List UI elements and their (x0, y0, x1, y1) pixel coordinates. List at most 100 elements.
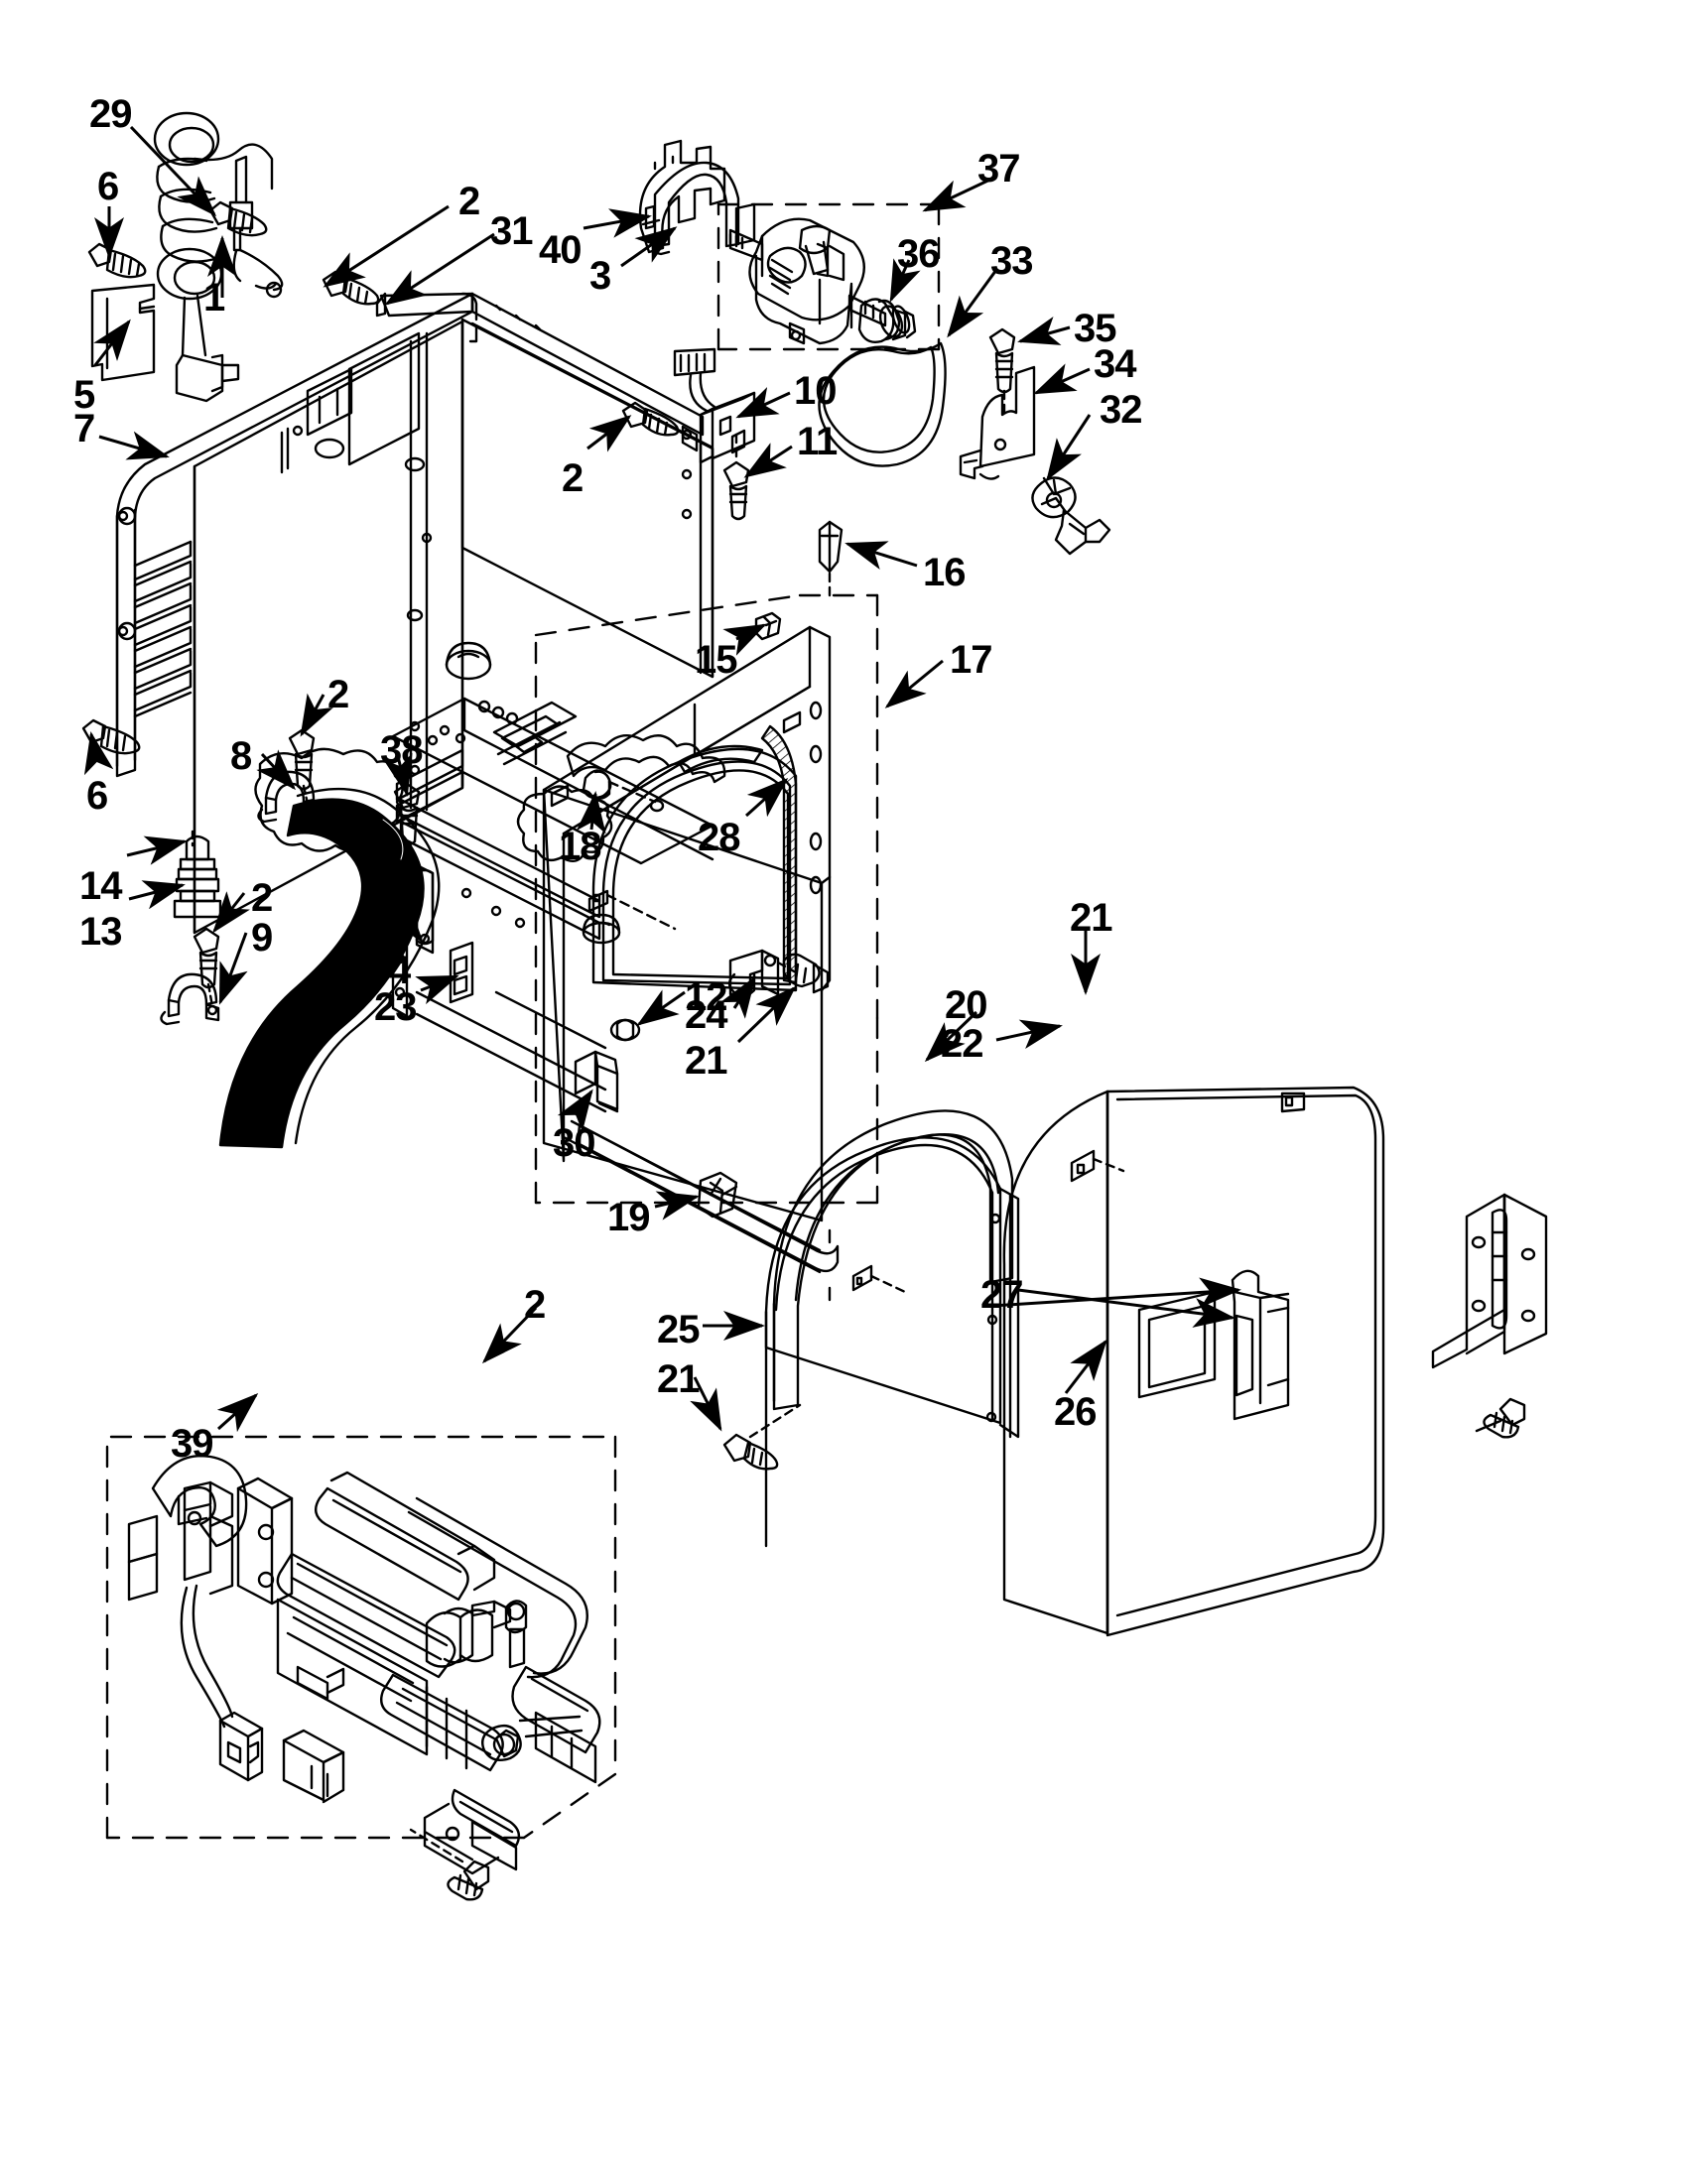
motor-clamp-part (651, 161, 756, 256)
leader-18 (576, 791, 606, 835)
leader-30 (557, 1089, 593, 1132)
callout-30: 30 (553, 1121, 595, 1165)
push-pin-clip-part (818, 520, 844, 599)
callout-15: 15 (695, 638, 737, 682)
screw-2e (409, 1828, 490, 1901)
leader-7 (98, 431, 170, 460)
callout-10: 10 (794, 369, 837, 413)
wire-clamp-9 (160, 972, 220, 1026)
callout-37: 37 (977, 147, 1020, 191)
callout-6a: 6 (97, 165, 119, 208)
leader-37 (922, 175, 997, 212)
leader-32 (1046, 414, 1092, 481)
leader-28 (744, 777, 789, 818)
callout-23: 23 (374, 985, 417, 1029)
callout-4: 4 (389, 949, 411, 992)
leader-40 (583, 208, 652, 238)
callout-2d: 2 (251, 876, 273, 920)
leader-33 (947, 269, 998, 338)
callout-24: 24 (685, 993, 727, 1037)
callout-40: 40 (539, 228, 582, 272)
bracket-plate-part (90, 283, 156, 382)
callout-21a: 21 (685, 1039, 727, 1083)
leader-5 (93, 319, 131, 366)
callout-2e: 2 (524, 1283, 546, 1327)
leader-27 (991, 1277, 1241, 1308)
screw-21c (722, 1403, 802, 1471)
callout-27: 27 (980, 1273, 1023, 1317)
screw-35 (988, 327, 1016, 419)
callout-38: 38 (380, 728, 423, 772)
idler-pulley-part (1031, 476, 1111, 556)
callout-2c: 2 (327, 673, 349, 716)
leader-2e (481, 1306, 538, 1364)
leader-8 (256, 749, 297, 791)
leader-2d (212, 891, 250, 934)
callout-36: 36 (897, 232, 940, 276)
leader-19 (654, 1191, 700, 1220)
callout-11: 11 (797, 420, 838, 463)
callout-34: 34 (1094, 342, 1136, 386)
callout-5: 5 (73, 373, 95, 417)
leader-10 (735, 387, 791, 419)
callout-31: 31 (490, 209, 533, 253)
callout-32: 32 (1100, 388, 1142, 432)
leader-22 (995, 1019, 1063, 1049)
callout-13: 13 (79, 910, 122, 954)
leader-2b (586, 415, 632, 452)
leader-9 (218, 932, 248, 1005)
door-hinge-part (1431, 1193, 1548, 1369)
front-panel-part (516, 625, 840, 1274)
leader-36 (889, 258, 921, 303)
callout-1: 1 (203, 276, 225, 320)
screw-1 (208, 200, 268, 237)
door-pin-12 (609, 1018, 641, 1042)
callout-8: 8 (230, 734, 252, 778)
callout-7: 7 (73, 407, 95, 450)
callout-6b: 6 (86, 774, 108, 818)
screw-21b (1475, 1397, 1526, 1439)
leader-24 (719, 975, 756, 1019)
blower-wheel-part (857, 298, 917, 343)
callout-12: 12 (685, 975, 727, 1019)
leader-6b (83, 731, 114, 776)
callout-20: 20 (945, 983, 987, 1027)
callout-18: 18 (559, 825, 601, 868)
callout-39: 39 (171, 1422, 213, 1466)
leader-15 (722, 623, 767, 656)
screw-2c (288, 728, 316, 806)
leader-16 (844, 541, 918, 571)
callout-29: 29 (89, 92, 132, 136)
screw-2d (193, 927, 220, 1008)
callout-3: 3 (589, 254, 611, 298)
callout-33: 33 (990, 239, 1033, 283)
leader-21c (690, 1376, 722, 1432)
leader-39 (216, 1392, 259, 1433)
callout-2b: 2 (562, 456, 584, 500)
callout-16: 16 (923, 551, 966, 594)
door-seal-part (772, 1109, 1014, 1411)
leader-3 (620, 226, 678, 268)
leader-21a (736, 985, 797, 1044)
leader-13 (128, 880, 186, 910)
callout-17: 17 (950, 638, 992, 682)
leader-17 (884, 659, 944, 708)
leader-27b (1017, 1288, 1235, 1328)
gas-burner-assembly-part (127, 1455, 601, 1875)
callout-2a: 2 (458, 180, 480, 223)
callout-9: 9 (251, 916, 273, 960)
callout-19: 19 (607, 1196, 650, 1239)
idler-bracket-part (959, 365, 1036, 480)
drive-belt-part (818, 341, 947, 467)
leader-20 (924, 1010, 978, 1063)
callout-21b: 21 (1070, 896, 1112, 940)
leader-35 (1017, 317, 1071, 345)
callout-25: 25 (657, 1308, 700, 1351)
door-outer-panel-part (1002, 1086, 1385, 1637)
leader-23 (415, 974, 459, 1005)
leader-14 (126, 835, 188, 865)
leader-12 (636, 989, 686, 1026)
leader-34 (1033, 363, 1091, 395)
